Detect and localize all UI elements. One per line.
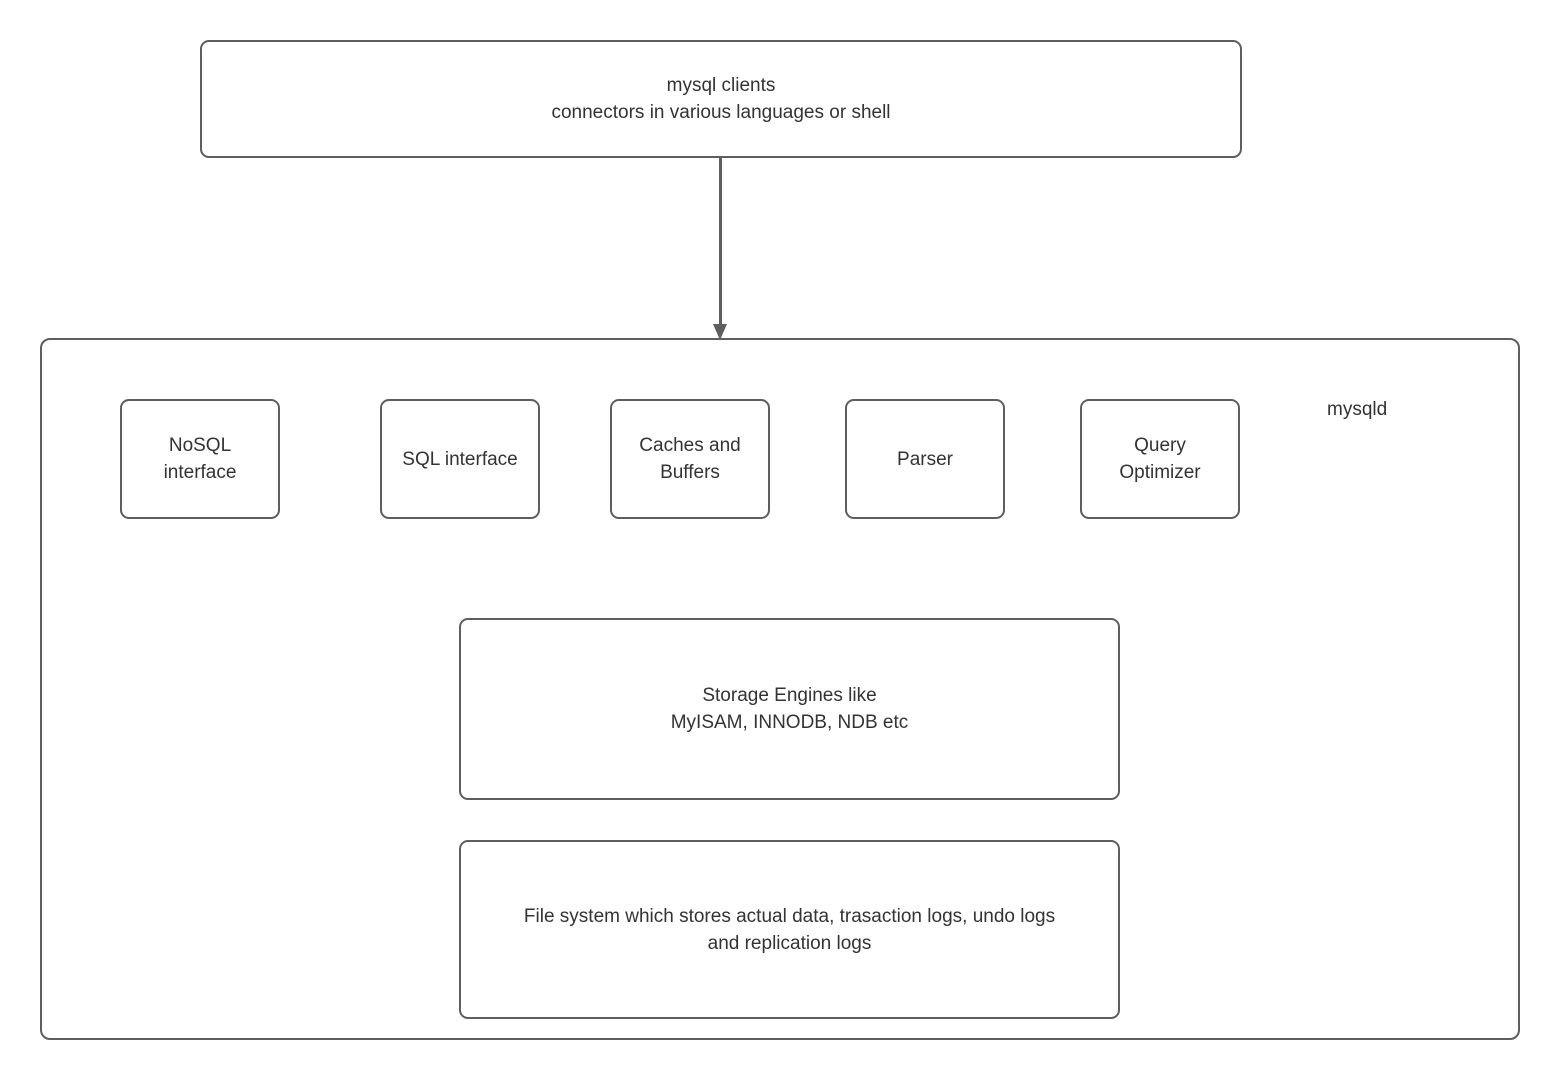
storage-engines-node: Storage Engines like MyISAM, INNODB, NDB… [459,618,1120,800]
arrowhead-down-icon [713,324,727,340]
storage-engines-label: Storage Engines like MyISAM, INNODB, NDB… [670,685,909,733]
caches-buffers-node: Caches and Buffers [610,399,770,519]
caches-buffers-label: Caches and Buffers [639,435,741,483]
file-system-label: File system which stores actual data, tr… [523,905,1056,954]
sql-interface-label: SQL interface [402,448,518,470]
mysql-clients-node: mysql clients connectors in various lang… [200,40,1242,158]
sql-interface-node: SQL interface [380,399,540,519]
arrow-shaft [719,158,722,326]
query-optimizer-node: Query Optimizer [1080,399,1240,519]
parser-node: Parser [845,399,1005,519]
file-system-node: File system which stores actual data, tr… [459,840,1120,1019]
nosql-interface-label: NoSQL interface [163,435,237,483]
mysqld-label: mysqld [1327,399,1388,420]
mysql-clients-label: mysql clients connectors in various lang… [551,75,891,123]
nosql-interface-node: NoSQL interface [120,399,280,519]
query-optimizer-label: Query Optimizer [1119,435,1201,483]
parser-label: Parser [897,448,953,470]
